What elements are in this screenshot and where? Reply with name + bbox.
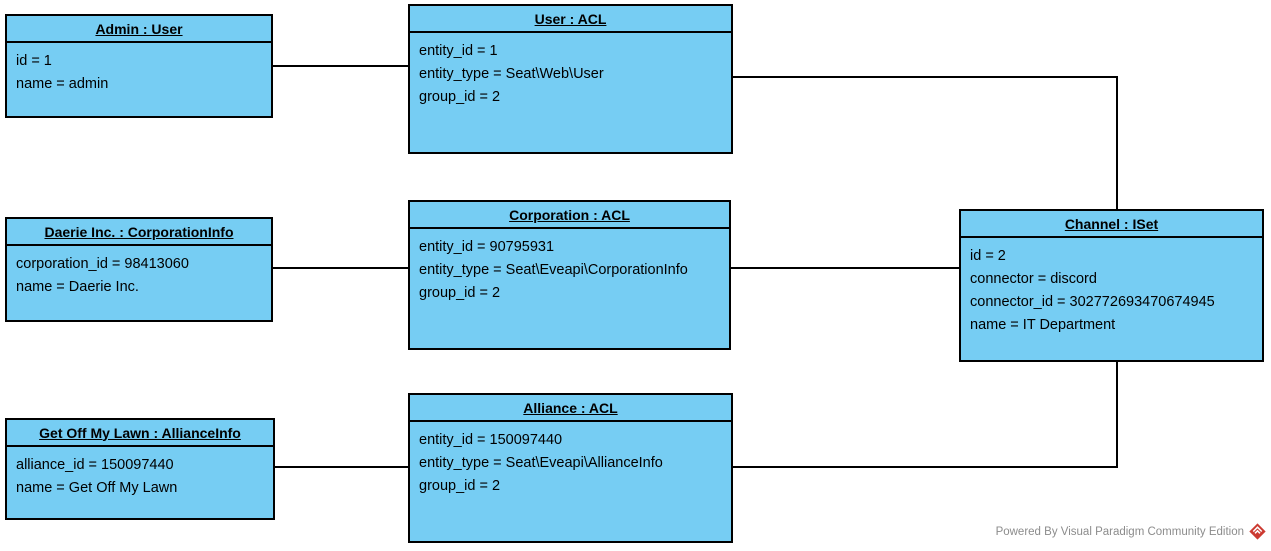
attribute-line: corporation_id = 98413060: [16, 256, 189, 272]
attribute-line: entity_id = 150097440: [419, 432, 563, 448]
object-title: Channel : ISet: [961, 211, 1262, 238]
object-title: Corporation : ACL: [410, 202, 729, 229]
object-attributes: entity_id = 90795931 entity_type = Seat\…: [410, 229, 729, 305]
attribute-line: alliance_id = 150097440: [16, 457, 174, 473]
link-corporation-acl-to-channel: [731, 267, 959, 269]
attribute-line: id = 1: [16, 53, 52, 69]
link-alliance-acl-to-channel-horizontal: [733, 466, 1118, 468]
attribute-line: group_id = 2: [419, 89, 501, 105]
object-title: Admin : User: [7, 16, 271, 43]
object-attributes: id = 1 name = admin: [7, 43, 271, 96]
attribute-line: name = admin: [16, 76, 109, 92]
object-node-daerie-corporationinfo[interactable]: Daerie Inc. : CorporationInfo corporatio…: [5, 217, 273, 322]
link-user-acl-to-channel-vertical: [1116, 76, 1118, 209]
link-getoffmylawn-to-alliance-acl: [275, 466, 408, 468]
attribute-line: connector_id = 302772693470674945: [970, 294, 1215, 310]
object-title: Daerie Inc. : CorporationInfo: [7, 219, 271, 246]
attribute-line: id = 2: [970, 248, 1006, 264]
watermark-text: Powered By Visual Paradigm Community Edi…: [995, 525, 1244, 538]
attribute-line: connector = discord: [970, 271, 1097, 287]
attribute-line: group_id = 2: [419, 478, 501, 494]
link-alliance-acl-to-channel-vertical: [1116, 362, 1118, 468]
object-title: Get Off My Lawn : AllianceInfo: [7, 420, 273, 447]
object-node-corporation-acl[interactable]: Corporation : ACL entity_id = 90795931 e…: [408, 200, 731, 350]
visual-paradigm-logo-icon: [1249, 523, 1266, 540]
attribute-line: group_id = 2: [419, 285, 501, 301]
attribute-line: entity_type = Seat\Web\User: [419, 66, 604, 82]
link-admin-to-user-acl: [273, 65, 408, 67]
object-node-user-acl[interactable]: User : ACL entity_id = 1 entity_type = S…: [408, 4, 733, 154]
object-node-getoffmylawn-allianceinfo[interactable]: Get Off My Lawn : AllianceInfo alliance_…: [5, 418, 275, 520]
attribute-line: entity_id = 1: [419, 43, 498, 59]
object-attributes: alliance_id = 150097440 name = Get Off M…: [7, 447, 273, 500]
attribute-line: name = Daerie Inc.: [16, 279, 139, 295]
watermark: Powered By Visual Paradigm Community Edi…: [996, 523, 1266, 540]
object-attributes: corporation_id = 98413060 name = Daerie …: [7, 246, 271, 299]
link-daerie-to-corporation-acl: [273, 267, 408, 269]
object-attributes: id = 2 connector = discord connector_id …: [961, 238, 1262, 337]
object-attributes: entity_id = 1 entity_type = Seat\Web\Use…: [410, 33, 731, 109]
object-node-alliance-acl[interactable]: Alliance : ACL entity_id = 150097440 ent…: [408, 393, 733, 543]
attribute-line: entity_type = Seat\Eveapi\CorporationInf…: [419, 262, 688, 278]
attribute-line: name = Get Off My Lawn: [16, 480, 178, 496]
attribute-line: entity_id = 90795931: [419, 239, 555, 255]
link-user-acl-to-channel-horizontal: [733, 76, 1118, 78]
object-node-channel-iset[interactable]: Channel : ISet id = 2 connector = discor…: [959, 209, 1264, 362]
object-title: User : ACL: [410, 6, 731, 33]
object-node-admin-user[interactable]: Admin : User id = 1 name = admin: [5, 14, 273, 118]
attribute-line: entity_type = Seat\Eveapi\AllianceInfo: [419, 455, 663, 471]
object-title: Alliance : ACL: [410, 395, 731, 422]
object-attributes: entity_id = 150097440 entity_type = Seat…: [410, 422, 731, 498]
attribute-line: name = IT Department: [970, 317, 1116, 333]
